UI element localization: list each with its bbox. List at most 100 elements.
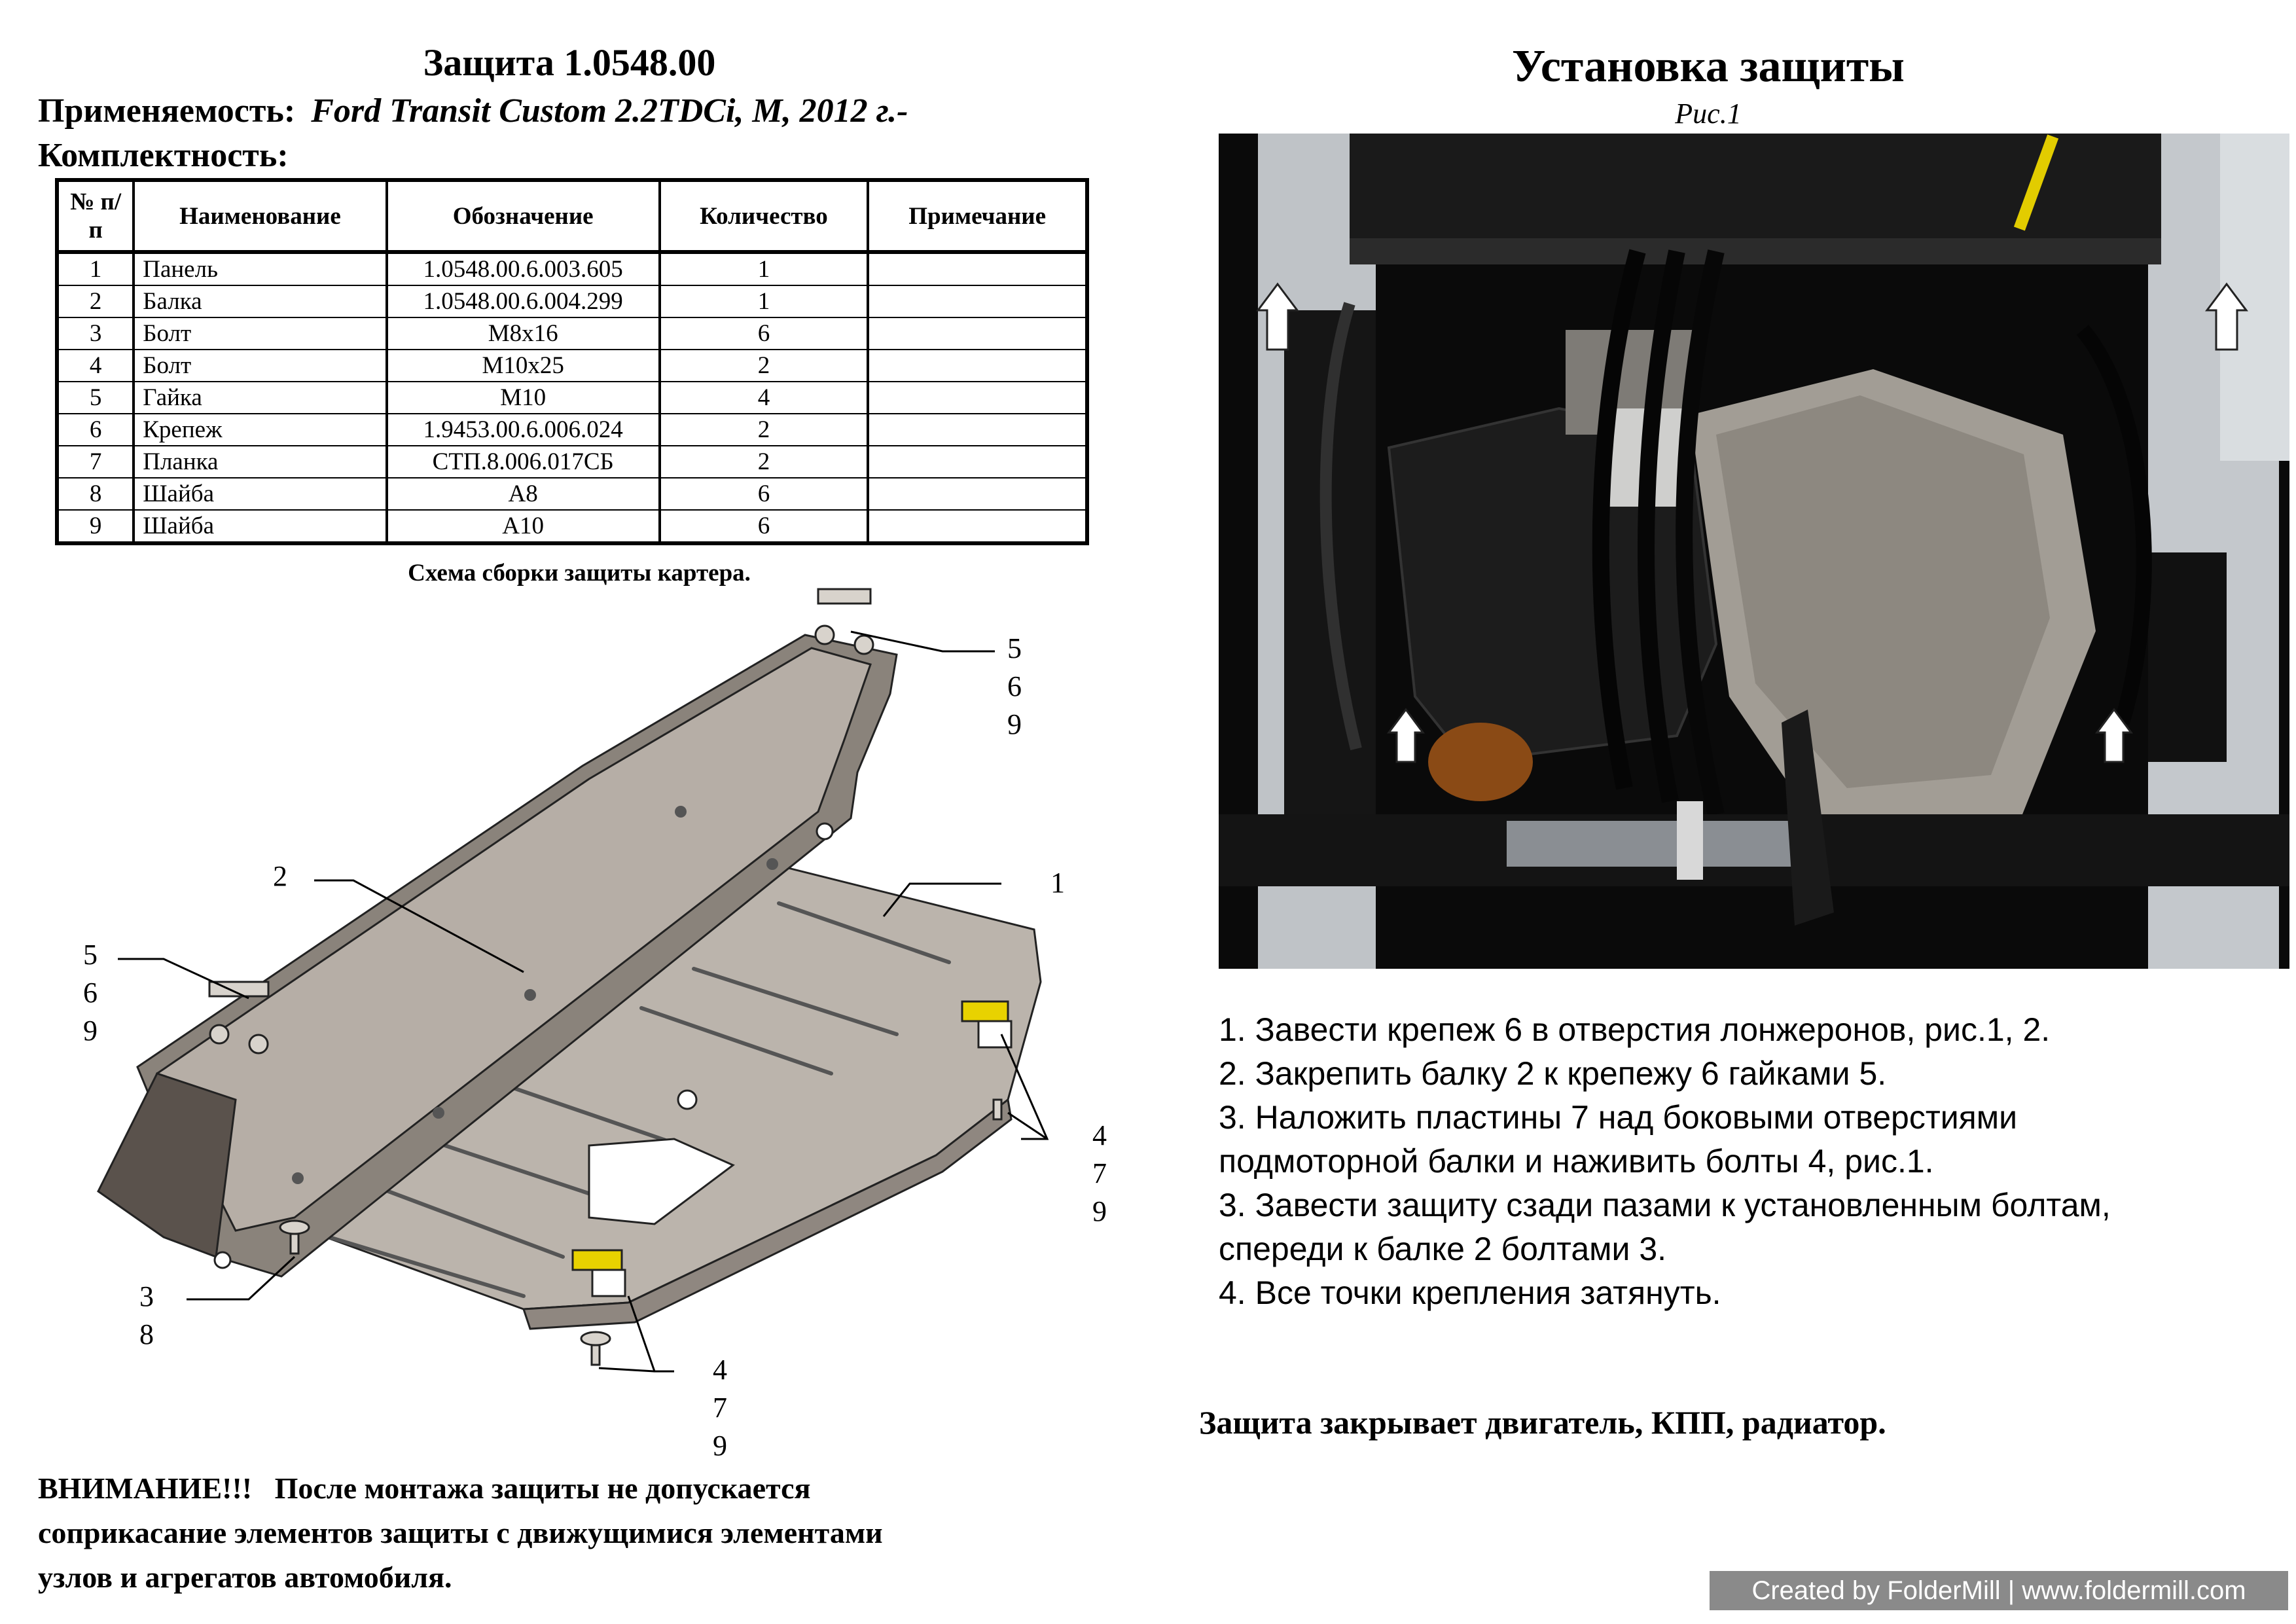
table-row: 4 Болт М10х25 2 xyxy=(55,349,1088,382)
table-row: 2 Балка 1.0548.00.6.004.299 1 xyxy=(55,285,1088,317)
cell-note xyxy=(867,250,1088,285)
header-qty: Количество xyxy=(658,179,870,253)
applicability: Применяемость:Ford Transit Custom 2.2TDC… xyxy=(38,92,908,130)
cell-note xyxy=(867,285,1088,317)
cell-num: 1 xyxy=(55,250,135,285)
cell-name: Гайка xyxy=(132,381,388,414)
arrow-up-icon xyxy=(2095,708,2133,763)
cell-qty: 6 xyxy=(658,509,870,543)
header-name: Наименование xyxy=(132,179,388,253)
callout-number: 8 xyxy=(139,1318,154,1350)
cell-num: 6 xyxy=(55,413,135,446)
cell-note xyxy=(867,413,1088,446)
cell-name: Планка xyxy=(132,445,388,478)
step-line: 2. Закрепить балку 2 к крепежу 6 гайками… xyxy=(1219,1055,1887,1092)
cell-name: Болт xyxy=(132,349,388,382)
cell-name: Шайба xyxy=(132,509,388,543)
cell-num: 8 xyxy=(55,477,135,510)
schema-caption: Схема сборки защиты картера. xyxy=(408,560,751,586)
engine-bay-photo xyxy=(1219,134,2289,969)
callout-number: 6 xyxy=(83,977,98,1009)
table-header-row: № п/п Наименование Обозначение Количеств… xyxy=(55,179,1088,253)
cell-code: 1.0548.00.6.003.605 xyxy=(385,250,661,285)
cell-num: 2 xyxy=(55,285,135,317)
cell-code: СТП.8.006.017СБ xyxy=(385,445,661,478)
applicability-label: Применяемость: xyxy=(38,92,296,130)
step-line: спереди к балке 2 болтами 3. xyxy=(1219,1231,1667,1267)
cell-code: А10 xyxy=(385,509,661,543)
callout-right: 4 7 9 xyxy=(1086,1117,1113,1231)
cell-qty: 2 xyxy=(658,349,870,382)
cell-qty: 6 xyxy=(658,317,870,350)
cell-code: М10х25 xyxy=(385,349,661,382)
cell-qty: 1 xyxy=(658,250,870,285)
cell-name: Балка xyxy=(132,285,388,317)
cell-note xyxy=(867,477,1088,510)
leader-lines xyxy=(118,630,1049,1373)
callout-number: 9 xyxy=(1092,1195,1107,1227)
arrow-up-icon xyxy=(1387,708,1425,763)
crossbeam xyxy=(97,634,898,1278)
warning-line: соприкасание элементов защиты с движущим… xyxy=(38,1516,883,1549)
table-row: 1 Панель 1.0548.00.6.003.605 1 xyxy=(55,250,1088,285)
callout-number: 9 xyxy=(83,1015,98,1047)
cell-name: Крепеж xyxy=(132,413,388,446)
cell-code: М10 xyxy=(385,381,661,414)
cell-num: 5 xyxy=(55,381,135,414)
cell-note xyxy=(867,509,1088,543)
cell-qty: 2 xyxy=(658,413,870,446)
cell-qty: 1 xyxy=(658,285,870,317)
callout-number: 7 xyxy=(1092,1157,1107,1189)
page-title: Защита 1.0548.00 xyxy=(423,41,716,84)
assembly-drawing xyxy=(97,588,1049,1373)
callout-number: 4 xyxy=(713,1354,727,1386)
cell-num: 3 xyxy=(55,317,135,350)
installation-steps: 1. Завести крепеж 6 в отверстия лонжерон… xyxy=(1219,1008,2279,1315)
callout-number: 7 xyxy=(713,1392,727,1424)
callout-number: 4 xyxy=(1092,1119,1107,1151)
callout-number: 9 xyxy=(1007,708,1022,740)
cell-note xyxy=(867,445,1088,478)
callout-beam: 2 xyxy=(267,857,293,895)
callout-left: 5 6 9 xyxy=(77,936,103,1050)
installation-title: Установка защиты xyxy=(1512,41,1905,92)
step-line: 1. Завести крепеж 6 в отверстия лонжерон… xyxy=(1219,1011,2051,1048)
fastener-top xyxy=(814,588,874,655)
callout-panel: 1 xyxy=(1045,864,1071,902)
cell-note xyxy=(867,317,1088,350)
table-row: 7 Планка СТП.8.006.017СБ 2 xyxy=(55,445,1088,478)
cell-note xyxy=(867,349,1088,382)
table-row: 5 Гайка М10 4 xyxy=(55,381,1088,414)
warning-line: узлов и агрегатов автомобиля. xyxy=(38,1561,452,1594)
cell-num: 9 xyxy=(55,509,135,543)
callout-bottom-left: 3 8 xyxy=(134,1278,160,1354)
watermark: Created by FolderMill | www.foldermill.c… xyxy=(1710,1571,2288,1610)
callout-number: 6 xyxy=(1007,670,1022,702)
header-note: Примечание xyxy=(867,179,1088,253)
cell-note xyxy=(867,381,1088,414)
table-row: 3 Болт М8х16 6 xyxy=(55,317,1088,350)
kit-label: Комплектность: xyxy=(38,137,289,174)
table-row: 6 Крепеж 1.9453.00.6.006.024 2 xyxy=(55,413,1088,446)
cell-qty: 2 xyxy=(658,445,870,478)
step-line: 4. Все точки крепления затянуть. xyxy=(1219,1274,1721,1311)
cell-name: Болт xyxy=(132,317,388,350)
table-row: 8 Шайба А8 6 xyxy=(55,477,1088,510)
callout-number: 3 xyxy=(139,1280,154,1312)
warning-note: ВНИМАНИЕ!!! После монтажа защиты не допу… xyxy=(38,1466,1111,1600)
header-num: № п/п xyxy=(55,179,135,253)
arrow-up-icon xyxy=(2205,282,2248,351)
bolts-bottom xyxy=(279,1098,1003,1366)
cell-num: 7 xyxy=(55,445,135,478)
cell-name: Панель xyxy=(132,250,388,285)
step-line: 3. Завести защиту сзади пазами к установ… xyxy=(1219,1187,2111,1223)
figure-caption: Рис.1 xyxy=(1675,98,1742,130)
cell-name: Шайба xyxy=(132,477,388,510)
cell-num: 4 xyxy=(55,349,135,382)
cell-code: А8 xyxy=(385,477,661,510)
warning-line: ВНИМАНИЕ!!! После монтажа защиты не допу… xyxy=(38,1471,811,1505)
cell-code: 1.9453.00.6.006.024 xyxy=(385,413,661,446)
callout-number: 2 xyxy=(273,860,287,892)
table-row: 9 Шайба А10 6 xyxy=(55,509,1088,543)
coverage-note: Защита закрывает двигатель, КПП, радиато… xyxy=(1199,1404,1886,1441)
